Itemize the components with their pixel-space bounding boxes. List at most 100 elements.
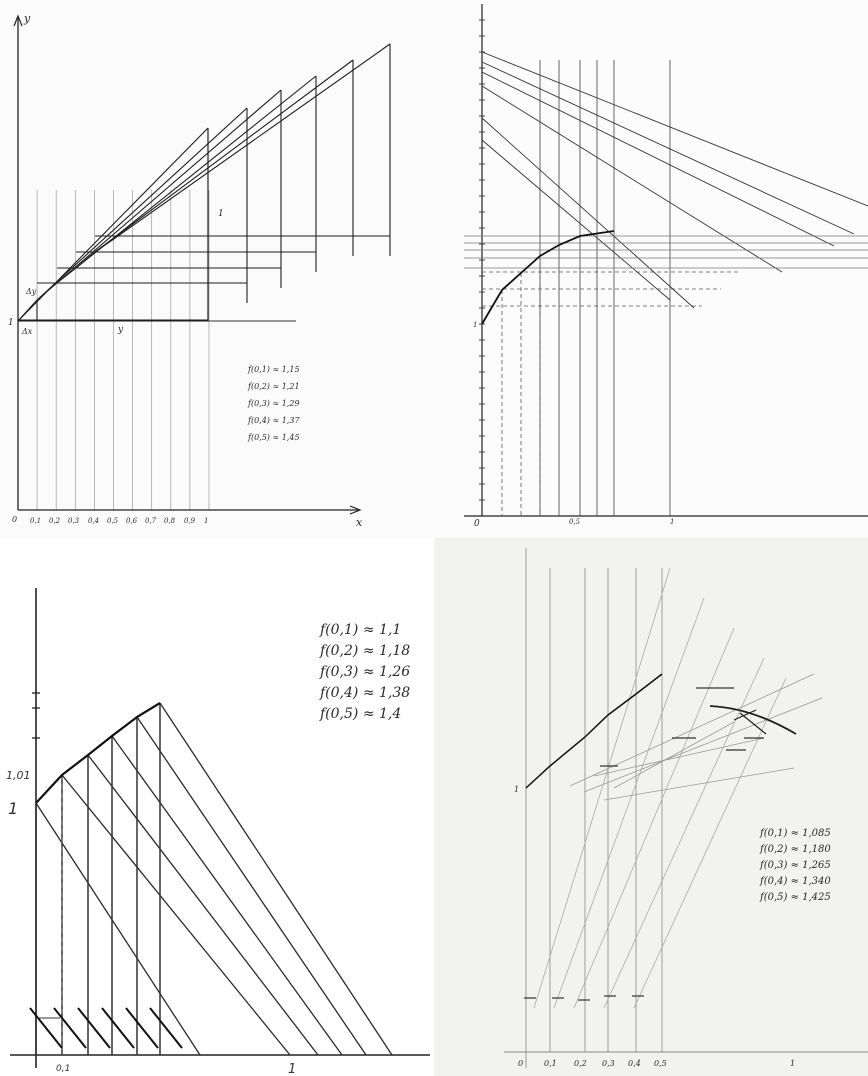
- panel1-construction-lines: [17, 43, 391, 322]
- panel4-construction-line: [633, 677, 787, 1009]
- panel4-formula-list: f(0,1) ≈ 1,085 f(0,2) ≈ 1,180 f(0,3) ≈ 1…: [759, 828, 831, 903]
- panel1-slope-line: [94, 59, 354, 253]
- panel1-x-tick: 0,9: [184, 517, 196, 525]
- panel4-construction-line: [573, 627, 735, 1009]
- panel4-construction-line: [583, 697, 823, 793]
- panel1-x-tick: 0,7: [145, 517, 157, 525]
- panel3-solution-curve: [35, 702, 161, 804]
- panel4-formula: f(0,3) ≈ 1,265: [759, 860, 831, 871]
- panel3-thick-stroke: [53, 1007, 87, 1049]
- panel4-x-tick: 0,1: [544, 1059, 557, 1068]
- panel2-x-tick: 1: [670, 518, 674, 526]
- panel4-x-tick: 0,2: [574, 1059, 587, 1068]
- panel1-x-tick-labels: 0,1 0,2 0,3 0,4 0,5 0,6 0,7 0,8 0,9 1: [30, 517, 208, 525]
- panel1-formula: f(0,2) ≈ 1,21: [247, 382, 300, 391]
- panel2-diagonal-lines: [481, 51, 868, 309]
- euler-construction-panel-3: 1,01 1 0,1 1 f(0,1) ≈ 1,1 f(0,2) ≈ 1,18 …: [0, 538, 434, 1076]
- panel4-formula: f(0,4) ≈ 1,340: [759, 876, 831, 887]
- panel2-horizontal-lines: [464, 235, 868, 269]
- panel1-y-start-label: 1: [8, 318, 14, 328]
- panel4-crossing-mark: [733, 709, 757, 721]
- panel1-origin-label: 0: [12, 515, 17, 524]
- euler-construction-panel-1: y x 0 1 Δx Δy y 1 0,1 0,2 0,3 0,4 0,5 0,…: [0, 0, 434, 538]
- panel3-thick-stroke: [29, 1007, 63, 1049]
- panel3-formula: f(0,5) ≈ 1,4: [319, 706, 401, 722]
- panel3-construction-lines: [29, 692, 393, 1056]
- panel3-formula: f(0,3) ≈ 1,26: [319, 664, 410, 680]
- panel2-vertical-lines: [539, 60, 671, 516]
- panel3-thick-stroke: [125, 1007, 159, 1049]
- panel1-dy-label: Δy: [25, 287, 37, 296]
- panel3-thick-stroke: [149, 1007, 183, 1049]
- panel3-formula: f(0,4) ≈ 1,38: [319, 685, 410, 701]
- panel3-formula: f(0,2) ≈ 1,18: [319, 643, 410, 659]
- panel4-construction-line: [553, 597, 705, 1009]
- panel3-x-tick: 1: [288, 1062, 296, 1076]
- panel1-x-arrow: [349, 505, 362, 515]
- panel2-origin-label: 0: [474, 519, 480, 529]
- panel3-thick-stroke: [77, 1007, 111, 1049]
- panel3-formula: f(0,1) ≈ 1,1: [319, 622, 401, 638]
- panel1-x-tick: 0,4: [88, 517, 99, 525]
- panel2-diagonal-line: [481, 85, 783, 273]
- panel1-slope-line: [56, 89, 282, 284]
- panel1-x-axis-label: x: [356, 516, 363, 529]
- panel1-slope-line: [117, 43, 391, 237]
- panel1-vertical-gridlines: [36, 190, 210, 510]
- panel4-x-tick: 1: [790, 1059, 795, 1068]
- panel4-construction-line: [593, 737, 765, 777]
- panel4-construction-line: [613, 721, 735, 789]
- panel3-slope-line: [136, 716, 367, 1056]
- panel1-formula: f(0,4) ≈ 1,37: [247, 416, 300, 425]
- panel4-arc: [709, 705, 797, 735]
- panel2-drawing: 0 0,5 1 1: [464, 4, 868, 529]
- panel4-x-tick: 0: [518, 1059, 523, 1068]
- panel2-diagonal-line: [481, 51, 868, 207]
- panel1-x-tick: 0,6: [126, 517, 138, 525]
- panel2-dashed-lines: [482, 256, 740, 516]
- panel4-construction-line: [603, 767, 795, 801]
- panel3-slope-line: [35, 802, 201, 1056]
- panel1-formula: f(0,3) ≈ 1,29: [247, 399, 300, 408]
- panel1-formula-list: f(0,1) ≈ 1,15 f(0,2) ≈ 1,21 f(0,3) ≈ 1,2…: [247, 365, 300, 442]
- panel1-x-tick: 1: [204, 517, 208, 525]
- panel4-construction-lines: [524, 567, 823, 1052]
- panel1-y-arrow: [13, 14, 23, 27]
- panel4-formula: f(0,5) ≈ 1,425: [759, 892, 831, 903]
- panel2-diagonal-line: [481, 117, 695, 309]
- panel1-dx-label: Δx: [21, 327, 33, 336]
- panel1-drawing: y x 0 1 Δx Δy y 1 0,1 0,2 0,3 0,4 0,5 0,…: [8, 12, 391, 529]
- panel3-y-label: 1: [8, 799, 18, 818]
- panel2-axis-ticks: [479, 19, 485, 501]
- panel2-diagonal-line: [481, 71, 835, 247]
- panel3-drawing: 1,01 1 0,1 1 f(0,1) ≈ 1,1 f(0,2) ≈ 1,18 …: [6, 588, 430, 1076]
- panel1-y-mid-label: y: [117, 325, 124, 335]
- panel1-y-axis-label: y: [23, 12, 31, 25]
- panel4-drawing: 1 0 0,1 0,2 0,3 0,4 0,5 1 f(0,1) ≈ 1,085…: [504, 548, 868, 1068]
- panel1-formula: f(0,1) ≈ 1,15: [247, 365, 300, 374]
- panel1-x-tick: 0,5: [107, 517, 119, 525]
- panel3-thick-stroke: [101, 1007, 135, 1049]
- panel2-solution-curve: [481, 230, 615, 325]
- panel3-slope-line: [111, 735, 343, 1056]
- panel3-slope-line: [87, 754, 319, 1056]
- panel2-diagonal-line: [481, 139, 671, 301]
- panel3-y-label: 1,01: [6, 769, 31, 782]
- panel1-slope-line: [36, 107, 248, 301]
- panel1-formula: f(0,5) ≈ 1,45: [247, 433, 300, 442]
- panel4-crossing-mark: [739, 712, 767, 735]
- panel4-x-tick: 0,4: [628, 1059, 641, 1068]
- panel1-step-label: 1: [218, 209, 224, 219]
- panel4-formula: f(0,2) ≈ 1,180: [759, 844, 831, 855]
- panel2-y-tick: 1: [473, 321, 477, 329]
- panel4-solution-curve: [525, 673, 663, 789]
- panel4-x-tick: 0,5: [654, 1059, 667, 1068]
- panel2-x-tick: 0,5: [569, 518, 581, 526]
- panel4-construction-line: [569, 673, 815, 787]
- panel4-formula: f(0,1) ≈ 1,085: [759, 828, 831, 839]
- panel4-construction-line: [533, 567, 671, 1009]
- panel1-x-tick: 0,3: [68, 517, 80, 525]
- panel1-x-tick: 0,8: [164, 517, 176, 525]
- panel3-formula-list: f(0,1) ≈ 1,1 f(0,2) ≈ 1,18 f(0,3) ≈ 1,26…: [319, 622, 410, 722]
- euler-construction-panel-2: 0 0,5 1 1: [434, 0, 868, 538]
